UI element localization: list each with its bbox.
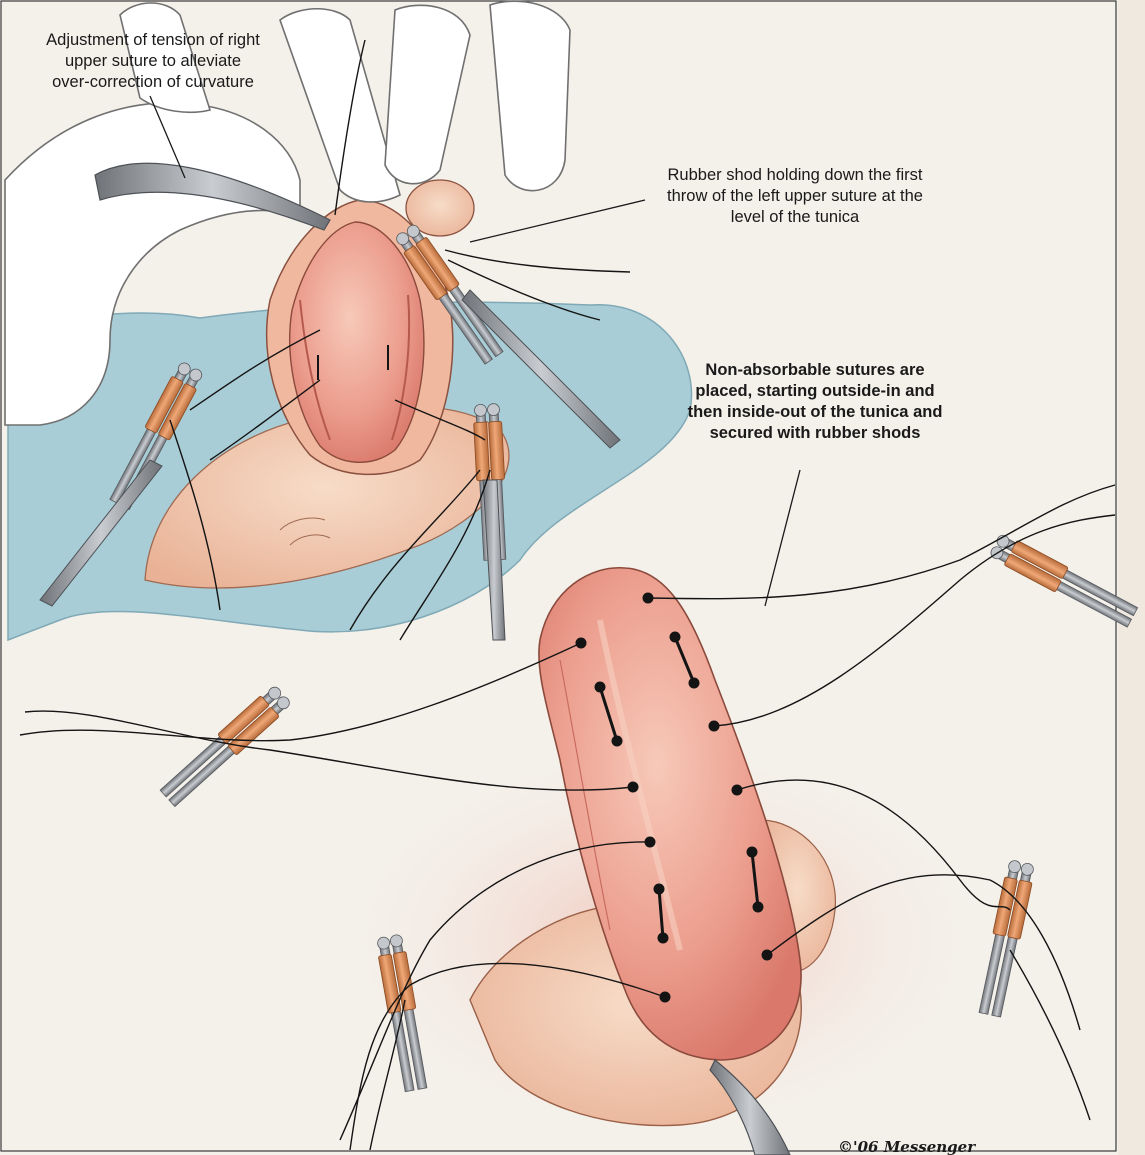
penile-shaft-lower	[538, 567, 802, 1061]
lower-vignette	[19, 484, 1140, 1155]
forceps	[94, 162, 331, 231]
label-adjustment-tension: Adjustment of tension of right upper sut…	[46, 31, 260, 91]
label-rubber-shod: Rubber shod holding down the first throw…	[667, 166, 923, 226]
tunica-suture-points	[575, 592, 773, 1003]
penile-shaft-upper	[289, 221, 425, 463]
label-non-absorbable-sutures: Non-absorbable sutures are placed, start…	[687, 361, 943, 442]
glove-right-finger	[279, 7, 401, 203]
leader-lines	[149, 95, 801, 607]
glove-right-thumb	[384, 4, 471, 185]
artist-signature: ©'06 Messenger	[838, 1138, 976, 1155]
sutures-upper	[169, 39, 631, 641]
upper-vignette	[4, 0, 693, 642]
sutures-lower	[19, 484, 1116, 1151]
glove-right-palm	[489, 0, 571, 192]
glans	[405, 179, 475, 237]
retractor	[709, 1059, 791, 1155]
